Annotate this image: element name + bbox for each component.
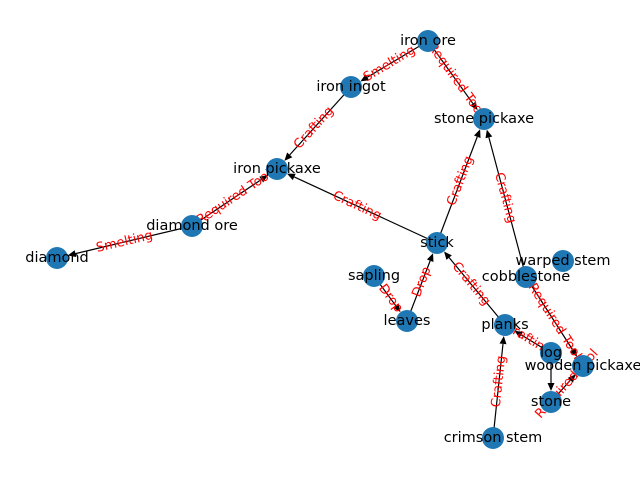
node-iron_ingot: [340, 76, 362, 98]
edge-cobblestone-to-wooden_pickaxe: [525, 276, 578, 357]
edge-line: [427, 40, 474, 104]
node-label-log: log: [540, 345, 562, 361]
node-stone_pickaxe: [473, 108, 495, 130]
node-label-cobblestone: cobblestone: [482, 269, 571, 285]
edge-stick-to-iron_pickaxe: [286, 173, 438, 244]
edge-stick-to-stone_pickaxe: [436, 129, 481, 244]
edge-label: Crafting: [330, 188, 383, 223]
node-label-wooden_pickaxe: wooden pickaxe: [525, 358, 640, 374]
node-label-planks: planks: [481, 317, 528, 333]
arrowhead: [392, 303, 401, 313]
edge-iron_ore-to-stone_pickaxe: [427, 40, 478, 111]
node-label-iron_pickaxe: iron pickaxe: [233, 161, 321, 177]
arrowhead: [426, 253, 434, 262]
edge-label: Crafting: [491, 171, 519, 225]
arrowhead: [499, 335, 507, 345]
arrowhead: [284, 152, 293, 161]
edge-line: [488, 137, 527, 278]
edge-diamond_ore-to-diamond: [67, 225, 193, 258]
edge-iron_ore-to-iron_ingot: [360, 40, 429, 82]
edge-line: [525, 276, 574, 351]
node-iron_pickaxe: [266, 158, 288, 180]
node-labels-layer: iron ore iron ingot stone pickaxe iron pick…: [25, 33, 640, 446]
node-crimson_stem: [482, 427, 504, 449]
node-label-diamond_ore: diamond ore: [146, 218, 238, 234]
node-wooden_pickaxe: [572, 355, 594, 377]
node-label-leaves: leaves: [384, 313, 431, 329]
edge-label: Crafting: [444, 154, 476, 208]
node-label-warped_stem: warped stem: [516, 253, 611, 269]
arrowhead: [514, 330, 524, 338]
edge-line: [436, 136, 478, 244]
arrowhead: [444, 251, 452, 260]
arrowhead: [470, 101, 478, 111]
edge-label: Drop: [409, 265, 434, 300]
edge-crimson_stem-to-planks: [492, 335, 507, 439]
node-planks: [494, 314, 516, 336]
node-stick: [426, 232, 448, 254]
edge-line: [289, 86, 352, 156]
node-stone: [540, 391, 562, 413]
node-label-stone_pickaxe: stone pickaxe: [434, 111, 534, 127]
node-leaves: [396, 310, 418, 332]
node-warped_stem: [552, 250, 574, 272]
edge-line: [367, 40, 429, 78]
node-iron_ore: [417, 30, 439, 52]
node-cobblestone: [515, 266, 537, 288]
arrowhead: [547, 383, 555, 391]
arrowhead: [360, 74, 370, 82]
arrowhead: [259, 175, 268, 183]
node-label-iron_ore: iron ore: [400, 33, 456, 49]
edge-line: [448, 257, 506, 326]
nodes-layer: [46, 30, 594, 449]
edge-planks-to-stick: [444, 251, 506, 326]
arrowhead: [569, 348, 578, 357]
node-log: [540, 342, 562, 364]
node-label-crimson_stem: crimson stem: [444, 430, 543, 446]
node-label-iron_ingot: iron ingot: [316, 79, 386, 95]
edge-line: [75, 225, 193, 255]
node-label-stone: stone: [531, 394, 571, 410]
node-diamond_ore: [181, 215, 203, 237]
node-sapling: [363, 265, 385, 287]
node-label-diamond: diamond: [25, 250, 89, 266]
edge-label: Crafting: [489, 355, 509, 408]
arrowhead: [473, 129, 481, 139]
edge-line: [293, 176, 438, 244]
node-label-stick: stick: [420, 235, 454, 251]
node-label-sapling: sapling: [348, 268, 400, 284]
edge-iron_ingot-to-iron_pickaxe: [284, 86, 352, 161]
node-diamond: [46, 247, 68, 269]
arrowhead: [286, 173, 296, 181]
edge-diamond_ore-to-iron_pickaxe: [191, 175, 268, 227]
edges-layer: [67, 40, 578, 439]
arrowhead: [567, 374, 576, 383]
arrowhead: [67, 250, 77, 258]
edge-label: Crafting: [291, 104, 337, 153]
edge-label: Drop: [375, 281, 406, 315]
arrowhead: [485, 129, 493, 139]
edge-label: Required Tool: [424, 40, 487, 120]
edge-cobblestone-to-stone_pickaxe: [485, 129, 527, 278]
edge-line: [492, 343, 504, 439]
edge-line: [191, 179, 262, 227]
